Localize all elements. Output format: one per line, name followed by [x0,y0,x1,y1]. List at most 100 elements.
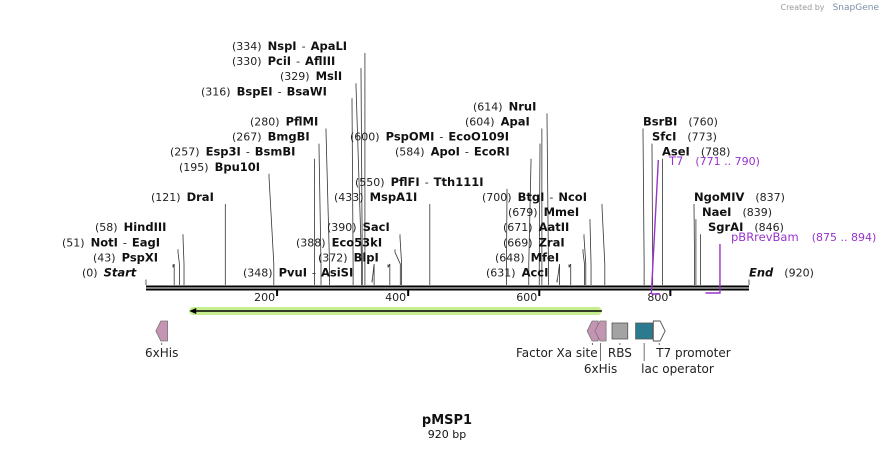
enzyme-name: Start [104,266,137,280]
enzyme-separator: - [246,146,250,159]
tick-label-200: 200 [254,291,275,304]
enzyme-name: HindIII [124,220,167,234]
site-position: (372) [318,251,348,264]
site-position: (0) [82,267,98,280]
site-eco53ki: (388)Eco53kI [296,235,382,249]
enzyme-name: MmeI [544,205,580,219]
site-leader-bsrbi [642,128,645,285]
site-position: (51) [62,236,85,249]
feature-label: T7 promoter [655,346,731,360]
enzyme-name: BsrBI [643,115,677,129]
enzyme-separator: - [123,236,127,249]
site-position: (773) [687,131,717,144]
site-label: (600)PspOMI-EcoO109I [350,130,509,144]
site-position: (584) [395,146,425,159]
site-position: (839) [742,206,772,219]
enzyme-name-2: AsiSI [321,266,353,280]
enzyme-name: Esp3I [206,145,241,159]
site-leader-msli [355,83,363,285]
enzyme-name: PspOMI [386,130,435,144]
site-label: (267)BmgBI [232,130,310,144]
enzyme-name: End [749,266,774,280]
site-label: (584)ApoI-EcoRI [395,145,510,159]
enzyme-separator: - [465,146,469,159]
site-position: (671) [503,221,533,234]
site-position: (329) [280,70,310,83]
site-position: (648) [495,251,525,264]
site-leader-noti [177,249,180,285]
site-leader-bmgbi [318,143,322,285]
enzyme-name: PvuI [279,266,307,280]
site-position: (121) [151,191,181,204]
site-asei: AseI(788) [662,145,730,159]
site-label: SgrAI(846) [708,220,784,234]
feature-operator: lac operator [635,322,714,376]
site-position: (267) [232,131,262,144]
site-position: (280) [250,116,280,129]
site-sfci: SfcI(773) [652,130,717,144]
enzyme-name-2: ApaLI [311,39,348,53]
site-acci: (631)AccI [486,266,548,280]
site-position: (550) [355,176,385,189]
site-nspi: (334)NspI-ApaLI [232,39,347,53]
enzyme-name: NgoMIV [694,190,744,204]
credit-text: Created by SnapGene [780,0,879,14]
site-position: (195) [179,161,209,174]
site-leader-eco53ki [394,249,401,285]
enzyme-name: AccI [522,266,549,280]
enzyme-name: NotI [91,235,118,249]
enzyme-name: ApaI [501,115,530,129]
enzyme-name: BlpI [354,250,379,264]
feature-rbs: RBS [608,322,632,360]
promoter-marker [652,320,666,342]
orf-layer [189,307,602,315]
site-bspei: (316)BspEI-BsaWI [201,84,327,98]
feature-protease-site: Factor Xa site [516,320,599,360]
site-label: (257)Esp3I-BsmBI [170,145,295,159]
site-label: (58)HindIII [95,220,166,234]
site-position: (604) [465,116,495,129]
enzyme-name: PflFI [391,175,420,189]
backbone-bottom-strand [146,288,749,291]
site-label: NaeI(839) [702,205,772,219]
site-labels: (334)NspI-ApaLI(330)PciI-AflIII(329)MslI… [62,39,814,280]
site-label: (388)Eco53kI [296,235,382,249]
operator-marker [635,322,654,340]
site-pvui: (348)PvuI-AsiSI [243,266,353,280]
tick-label-800: 800 [647,291,668,304]
enzyme-separator: - [302,40,306,53]
site-leader-pcii [360,68,363,285]
site-label: (631)AccI [486,266,548,280]
primer-arrow [650,159,660,295]
enzyme-name: AatII [539,220,570,234]
site-leader-pflmi [325,128,330,285]
plasmid-length: 920 bp [428,428,466,441]
site-position: (334) [232,40,262,53]
site-position: (433) [334,191,364,204]
enzyme-name: Eco53kI [332,235,383,249]
enzyme-name: AseI [662,145,690,159]
site-naei: NaeI(839) [702,205,772,219]
enzyme-name-2: Tth111I [434,175,484,189]
site-position: (700) [482,191,512,204]
site-label: (329)MslI [280,69,342,83]
primer-label: T7(771 .. 790) [668,154,760,168]
site-position: (316) [201,85,231,98]
enzyme-separator: - [425,176,429,189]
site-noti: (51)NotI-EagI [62,235,160,249]
site-label: (604) ApaI [465,115,530,129]
site-leader-nrui [546,113,549,285]
site-mmei: (679)MmeI [508,205,579,219]
enzyme-separator: - [312,267,316,280]
backbone-top-strand [146,285,749,288]
feature-his-tag: 6xHis [584,320,617,376]
primer-t7: T7(771 .. 790) [650,154,760,295]
feature-label: lac operator [641,362,714,376]
site-position: (43) [93,251,116,264]
enzyme-separator: - [439,131,443,144]
site-saci: (390)SacI [327,220,390,234]
site-pspomi: (600)PspOMI-EcoO109I [350,130,509,144]
site-blpi: (372) BlpI [318,250,379,264]
site-label: (372) BlpI [318,250,379,264]
